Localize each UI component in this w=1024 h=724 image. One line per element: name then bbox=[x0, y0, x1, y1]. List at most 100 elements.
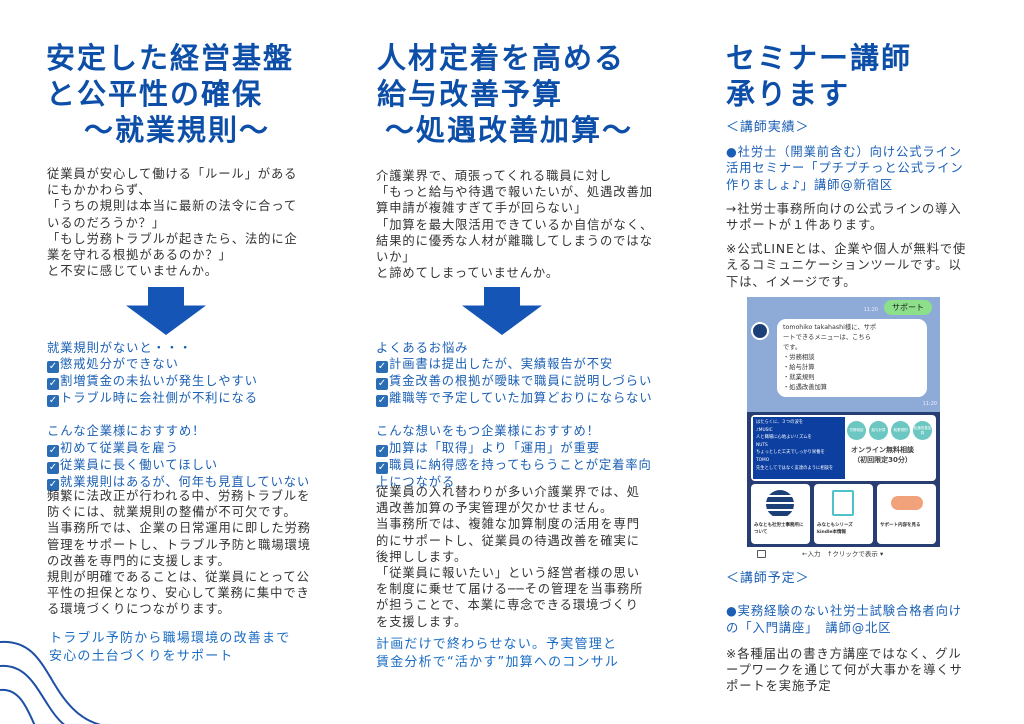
checkbox-checked-icon: ✓ bbox=[376, 444, 388, 457]
text-line: いか」 bbox=[376, 250, 416, 265]
text-line: 人と職場に心地よいリズムを bbox=[756, 435, 812, 441]
text-line: 介護業界で、頑張ってくれる職員に対し bbox=[376, 169, 613, 183]
text-line: が担うことで、本業に専念できる環境づくり bbox=[376, 598, 639, 613]
col2-title: 人材定着を高める 給与改善予算 ～処遇改善加算～ bbox=[377, 40, 633, 148]
checkbox-checked-icon: ✓ bbox=[376, 361, 388, 374]
tile-label: みなとも社労士事務所について bbox=[754, 523, 804, 535]
text-line: の「入門講座」 講師@北区 bbox=[726, 620, 892, 635]
text-line: ポートを実施予定 bbox=[726, 679, 832, 694]
checklist-item: ✓初めて従業員を雇う bbox=[47, 440, 310, 457]
text-line: ●実務経験のない社労士試験合格者向け bbox=[726, 604, 962, 619]
checkbox-checked-icon: ✓ bbox=[47, 478, 59, 491]
text-line: 「うちの規則は本当に最新の法令に合って bbox=[47, 199, 298, 214]
plan-list: ●実務経験のない社労士試験合格者向けの「入門講座」 講師@北区 bbox=[726, 603, 963, 635]
text-line: を制度に乗せて届ける──その管理を当事務所 bbox=[376, 582, 644, 597]
col1-body: 頻繁に法改正が行われる中、労務トラブルを防ぐには、就業規則の整備が不可欠です。当… bbox=[47, 488, 311, 618]
plan-heading: ＜講師予定＞ bbox=[726, 571, 810, 586]
input-bar: ←入力 ↑クリックで表示 ▾ bbox=[747, 547, 940, 562]
checkbox-checked-icon: ✓ bbox=[47, 361, 59, 374]
text-line: NUTS bbox=[756, 442, 768, 448]
problem-list: ✓懲戒処分ができない✓割増賃金の未払いが発生しやすい✓トラブル時に会社側が不利に… bbox=[47, 356, 310, 408]
timestamp: 11:20 bbox=[922, 401, 937, 407]
title-line: 人材定着を高める bbox=[377, 41, 626, 75]
col2-tagline: 計画だけで終わらせない。予実管理と賃金分析で“活かす”加算へのコンサル bbox=[376, 636, 619, 672]
col2-body: 従業員の入れ替わりが多い介護業界では、処遇改善加算の予実管理が欠かせません。当事… bbox=[376, 484, 643, 630]
text-line: ちょっとした工夫でしっかり栄養を bbox=[756, 450, 825, 456]
down-arrow-icon bbox=[462, 287, 542, 335]
checklist-text: 加算は「取得」より「運用」が重要 bbox=[389, 440, 600, 455]
title-line: ～処遇改善加算～ bbox=[385, 113, 634, 147]
col1-lists: 就業規則がないと・・・ ✓懲戒処分ができない✓割増賃金の未払いが発生しやすい✓ト… bbox=[47, 340, 310, 491]
checkbox-checked-icon: ✓ bbox=[47, 461, 59, 474]
text-line: 「もし労務トラブルが起きたら、法的に企 bbox=[47, 231, 298, 246]
text-line: 作りましょ♪」講師@新宿区 bbox=[726, 177, 894, 192]
checklist-item: ✓就業規則はあるが、何年も見直していない bbox=[47, 474, 310, 491]
checklist-item: ✓従業員に長く働いてほしい bbox=[47, 457, 310, 474]
text-line: 「もっと給与や待遇で報いたいが、処遇改善加 bbox=[376, 185, 653, 200]
title-line: と公平性の確保 bbox=[46, 77, 264, 111]
chat-area: 11:20 サポート tomohiko takahashi様に、サポートできるメ… bbox=[747, 297, 940, 412]
checkbox-checked-icon: ✓ bbox=[376, 395, 388, 408]
text-line: オンライン無料相談 bbox=[851, 446, 914, 454]
tile-office[interactable]: みなとも社労士事務所について bbox=[751, 484, 810, 544]
text-line: 規則が明確であることは、従業員にとって公 bbox=[47, 570, 310, 585]
keyboard-icon[interactable] bbox=[757, 550, 766, 558]
text-line: 結果的に優秀な人材が離職してしまうのではな bbox=[376, 233, 653, 248]
checklist-item: ✓割増賃金の未払いが発生しやすい bbox=[47, 373, 310, 391]
col3-plan: ＜講師予定＞ ●実務経験のない社労士試験合格者向けの「入門講座」 講師@北区 ※… bbox=[726, 571, 963, 694]
timestamp: 11:20 bbox=[863, 307, 878, 313]
text-line: いるのだろうか？」 bbox=[47, 215, 166, 230]
circle-badge: 処遇改善加算 bbox=[913, 421, 932, 440]
recommend-continued: 上につながる bbox=[376, 474, 456, 489]
text-line: （初回限定30分） bbox=[853, 456, 912, 464]
circle-badge: 労務相談 bbox=[847, 421, 866, 440]
checklist-text: 就業規則はあるが、何年も見直していない bbox=[60, 474, 311, 489]
edit-note-icon bbox=[832, 490, 854, 516]
checklist-text: 計画書は提出したが、実績報告が不安 bbox=[389, 357, 614, 372]
menu-toggle-label[interactable]: ←入力 ↑クリックで表示 ▾ bbox=[802, 550, 884, 558]
text-line: 平性の担保となり、安心して業務に集中でき bbox=[47, 586, 310, 601]
list-heading: 就業規則がないと・・・ bbox=[47, 341, 193, 355]
text-line: トラブル予防から職場環境の改善まで bbox=[49, 631, 291, 646]
text-line: 算申請が複雑すぎて手が回らない」 bbox=[376, 201, 588, 216]
checklist-text: 懲戒処分ができない bbox=[60, 357, 179, 372]
text-line: ※各種届出の書き方講座ではなく、グル bbox=[726, 646, 962, 661]
down-arrow-icon bbox=[126, 287, 206, 335]
text-line: →社労士事務所向けの公式ラインの導入 bbox=[726, 201, 962, 216]
text-line: です。 bbox=[783, 344, 802, 351]
text-line: 業を守れる根拠があるのか？」 bbox=[47, 248, 232, 263]
tile-kindle[interactable]: みなともシリーズkindle本情報 bbox=[814, 484, 873, 544]
tile-support[interactable]: サポート内容を見る bbox=[877, 484, 936, 544]
title-line: 給与改善予算 bbox=[377, 77, 564, 111]
text-line: はたらくに、３つの波を bbox=[756, 420, 804, 425]
text-line: 当事務所では、複雑な加算制度の活用を専門 bbox=[376, 517, 640, 532]
col1-title: 安定した経営基盤 と公平性の確保 ～就業規則～ bbox=[46, 40, 294, 148]
avatar bbox=[751, 322, 769, 340]
recommend-heading: こんな企業様におすすめ！ bbox=[47, 424, 206, 439]
checkbox-checked-icon: ✓ bbox=[376, 461, 388, 474]
checklist-text: トラブル時に会社側が不利になる bbox=[60, 391, 258, 406]
checkbox-checked-icon: ✓ bbox=[376, 378, 388, 391]
title-line: セミナー講師 bbox=[726, 41, 913, 75]
text-line: ・給与計算 bbox=[783, 364, 815, 371]
recommend-list: ✓加算は「取得」より「運用」が重要✓職員に納得感を持ってもらうことが定着率向 bbox=[376, 440, 653, 474]
problem-list: ✓計画書は提出したが、実績報告が不安✓賃金改善の根拠が曖昧で職員に説明しづらい✓… bbox=[376, 356, 653, 408]
text-line: ートできるメニューは、こちら bbox=[783, 334, 872, 341]
checklist-item: ✓賃金改善の根拠が曖昧で職員に説明しづらい bbox=[376, 373, 653, 391]
text-line: 遇改善加算の予実管理が欠かせません。 bbox=[376, 501, 614, 516]
text-line: 賃金分析で“活かす”加算へのコンサル bbox=[376, 655, 620, 670]
text-line: と諦めてしまっていませんか。 bbox=[376, 266, 560, 281]
col3-title: セミナー講師 承ります bbox=[726, 40, 912, 112]
tile-label: みなともシリーズkindle本情報 bbox=[817, 523, 853, 535]
checklist-item: ✓トラブル時に会社側が不利になる bbox=[47, 390, 310, 408]
col2-intro: 介護業界で、頑張ってくれる職員に対し「もっと給与や待遇で報いたいが、処遇改善加算… bbox=[376, 168, 653, 281]
checklist-text: 賃金改善の根拠が曖昧で職員に説明しづらい bbox=[389, 374, 653, 389]
text-line: TOMO bbox=[756, 457, 770, 463]
text-line: を支援します。 bbox=[376, 614, 468, 629]
line-note: ※公式LINEとは、企業や個人が無料で使えるコミュニケーションツールです。以下は… bbox=[726, 241, 966, 290]
col3-record: ＜講師実績＞ ●社労士（開業前含む）向け公式ライン活用セミナー「プチプチっと公式… bbox=[726, 120, 966, 290]
wave-logo-icon bbox=[766, 490, 794, 518]
